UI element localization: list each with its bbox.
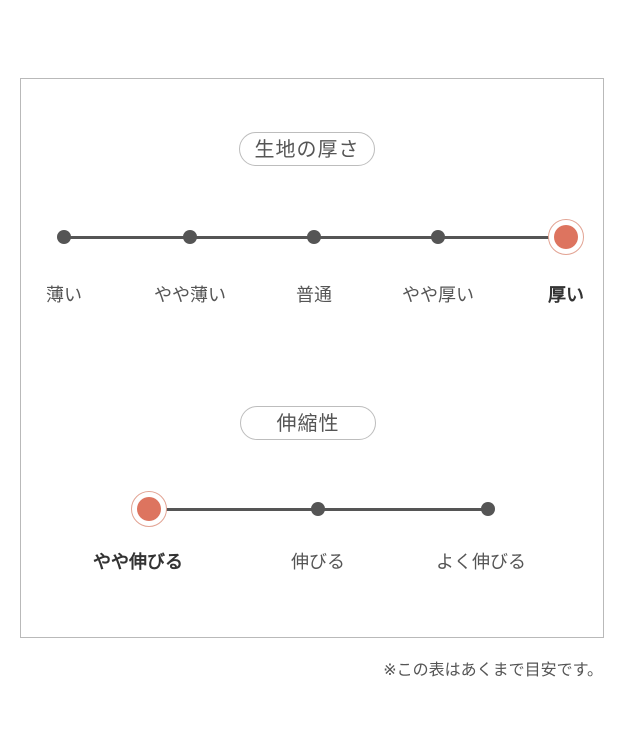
- stretch-point-3: [481, 502, 495, 516]
- thickness-label-5-selected: 厚い: [548, 285, 584, 306]
- thickness-title: 生地の厚さ: [239, 132, 375, 166]
- thickness-label-4: やや厚い: [402, 285, 474, 306]
- chart-frame: [20, 78, 604, 638]
- thickness-point-4: [431, 230, 445, 244]
- stretch-label-2: 伸びる: [291, 552, 345, 573]
- disclaimer-note: ※この表はあくまで目安です。: [383, 660, 603, 679]
- stretch-selected-marker: [131, 491, 167, 527]
- thickness-label-2: やや薄い: [154, 285, 226, 306]
- stretch-label-1-selected: やや伸びる: [93, 552, 183, 573]
- thickness-label-3: 普通: [296, 285, 332, 306]
- thickness-point-1: [57, 230, 71, 244]
- thickness-point-2: [183, 230, 197, 244]
- thickness-point-3: [307, 230, 321, 244]
- thickness-label-1: 薄い: [46, 285, 82, 306]
- stretch-point-2: [311, 502, 325, 516]
- stretch-title: 伸縮性: [240, 406, 376, 440]
- stretch-label-3: よく伸びる: [436, 552, 526, 573]
- thickness-selected-marker: [548, 219, 584, 255]
